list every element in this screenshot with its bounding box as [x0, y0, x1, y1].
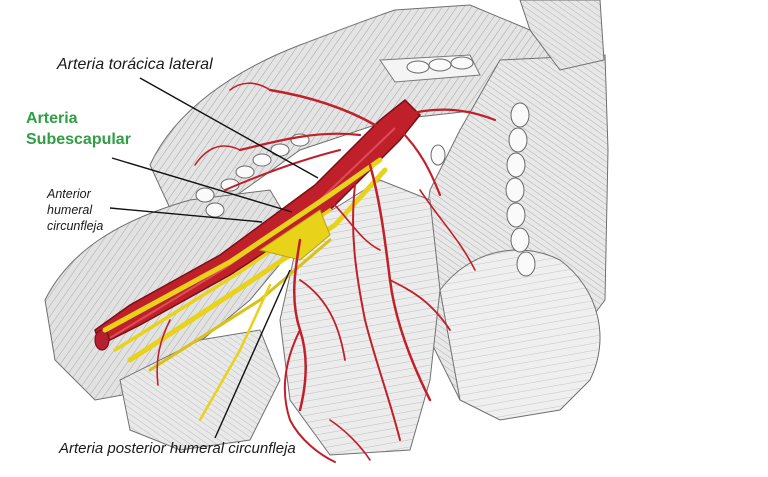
label-anterior-line2: humeral	[47, 203, 93, 217]
leader-lateral-thoracic	[139, 77, 319, 179]
label-posterior-circumflex-artery: Arteria posterior humeral circunfleja	[59, 440, 296, 457]
label-anterior-line3: circunfleja	[47, 219, 104, 233]
leader-anterior-circumflex	[109, 207, 263, 223]
brachial-plexus	[102, 157, 388, 422]
label-anterior-line1: Anterior	[47, 187, 91, 201]
label-subscapular-line1: Arteria	[26, 110, 78, 127]
label-subscapular-line2: Subescapular	[26, 131, 131, 148]
leader-lines	[109, 77, 319, 439]
label-subscapular-artery: Arteria Subescapular	[26, 108, 131, 150]
node-chains	[195, 56, 536, 277]
label-lateral-thoracic-artery: Arteria torácica lateral	[57, 56, 213, 73]
leader-posterior-circumflex	[214, 269, 291, 439]
label-anterior-circumflex-artery: Anterior humeral circunfleja	[47, 186, 103, 234]
leader-subscapular	[111, 157, 293, 213]
artery-branches	[156, 82, 497, 463]
